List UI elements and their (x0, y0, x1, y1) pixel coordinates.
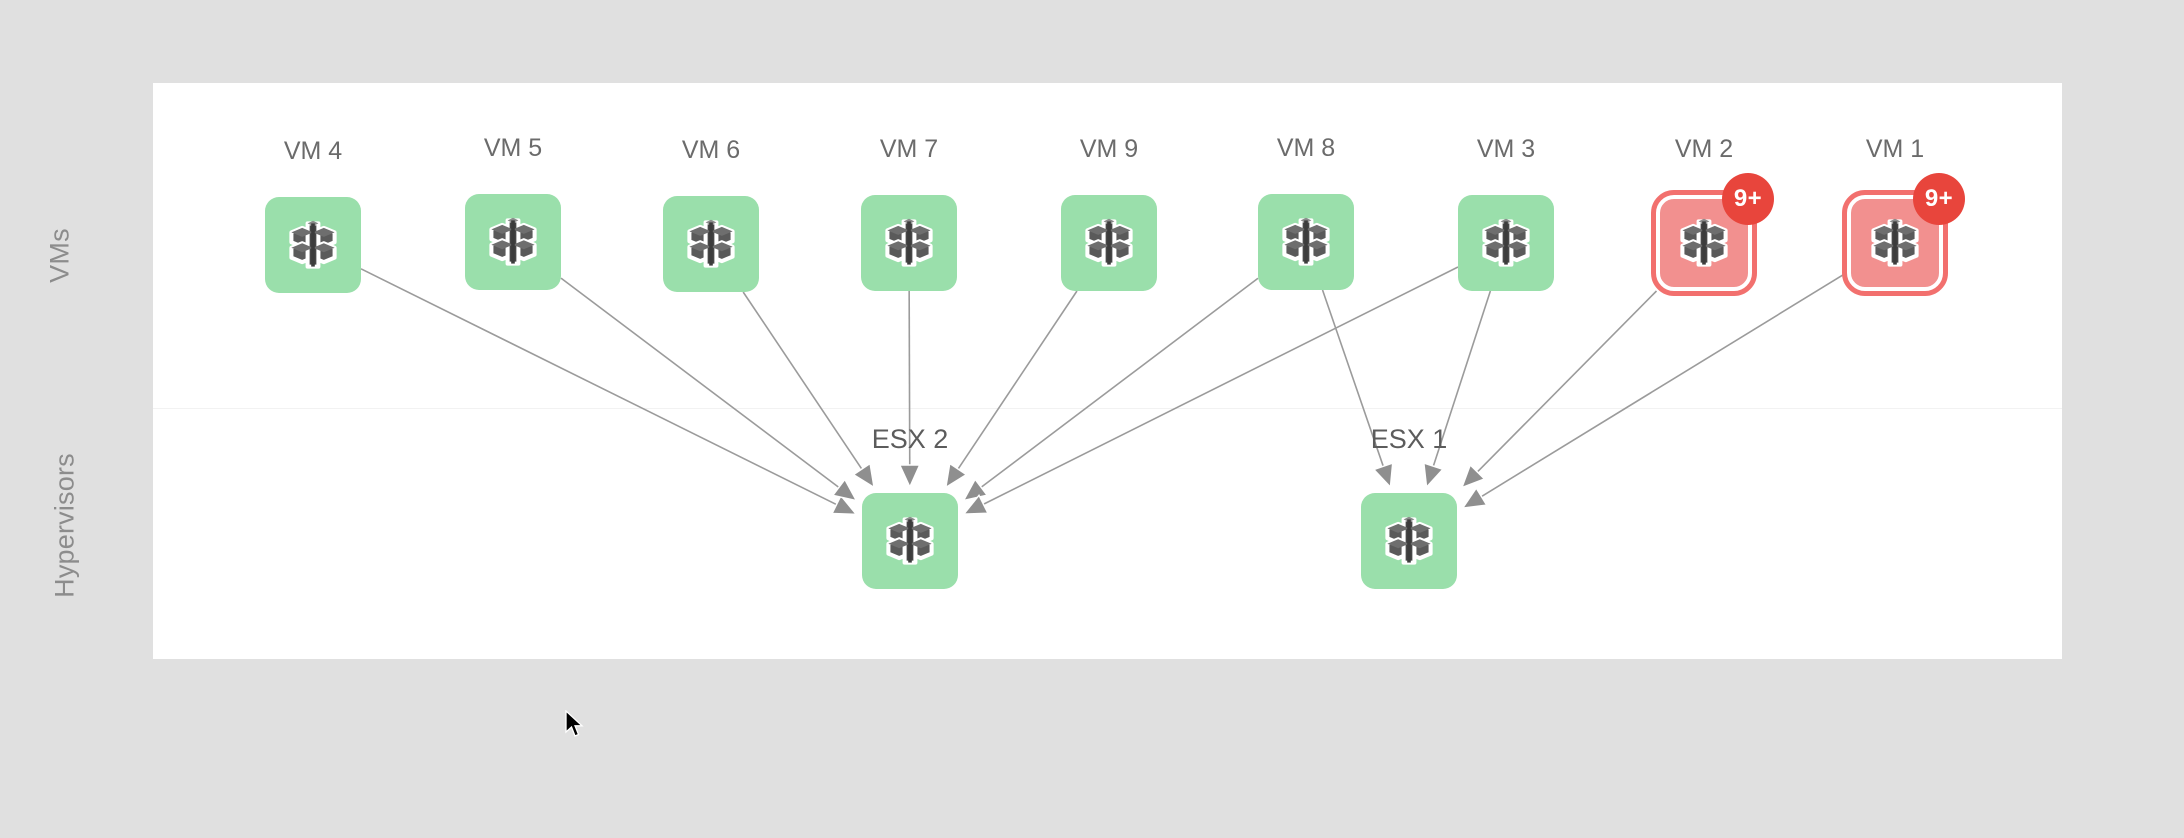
server-icon (1282, 217, 1330, 266)
swimlane-label-vms: VMs (44, 228, 75, 283)
alert-badge-vm1[interactable]: 9+ (1913, 173, 1965, 225)
hypervisor-node-esx1[interactable] (1361, 493, 1457, 589)
vm-label-vm8: VM 8 (1276, 134, 1336, 162)
mouse-cursor (565, 710, 584, 737)
vm-label-vm4: VM 4 (283, 137, 343, 165)
vm-label-vm5: VM 5 (483, 134, 543, 162)
vm-label-vm7: VM 7 (879, 135, 939, 163)
vm-node-vm2[interactable]: 9+ (1651, 173, 1774, 296)
vm-node-vm4[interactable] (265, 197, 361, 293)
vm-node-vm5[interactable] (465, 194, 561, 290)
server-icon (882, 216, 936, 270)
server-icon (489, 217, 537, 266)
server-icon (1479, 216, 1533, 270)
server-icon (886, 516, 934, 565)
hypervisor-label-esx2: ESX 2 (871, 424, 949, 454)
vm-label-vm2: VM 2 (1674, 135, 1734, 163)
server-icon (1082, 216, 1136, 270)
alert-badge-vm2[interactable]: 9+ (1722, 173, 1774, 225)
server-icon (1871, 218, 1919, 267)
vm-node-vm3[interactable] (1458, 195, 1554, 291)
server-icon (687, 219, 735, 268)
hypervisor-node-esx2[interactable] (862, 493, 958, 589)
vm-node-vm1[interactable]: 9+ (1842, 173, 1965, 296)
server-icon (883, 514, 937, 568)
server-icon (1868, 216, 1922, 270)
vm-label-vm6: VM 6 (681, 136, 741, 164)
vm-node-vm7[interactable] (861, 195, 957, 291)
vm-label-vm3: VM 3 (1476, 135, 1536, 163)
vm-node-vm9[interactable] (1061, 195, 1157, 291)
server-icon (289, 220, 337, 269)
hypervisor-label-esx1: ESX 1 (1370, 424, 1448, 454)
server-icon (1085, 218, 1133, 267)
server-icon (486, 215, 540, 269)
server-icon (1677, 216, 1731, 270)
server-icon (684, 217, 738, 271)
server-icon (1482, 218, 1530, 267)
nodes-layer: VM 4 VM 5 (153, 83, 2062, 659)
server-icon (286, 218, 340, 272)
swimlane-label-hypervisors: Hypervisors (49, 453, 80, 598)
server-icon (1385, 516, 1433, 565)
server-icon (1279, 215, 1333, 269)
vm-label-vm9: VM 9 (1079, 135, 1139, 163)
vm-node-vm8[interactable] (1258, 194, 1354, 290)
server-icon (885, 218, 933, 267)
server-icon (1680, 218, 1728, 267)
vm-label-vm1: VM 1 (1865, 135, 1925, 163)
server-icon (1382, 514, 1436, 568)
vm-node-vm6[interactable] (663, 196, 759, 292)
